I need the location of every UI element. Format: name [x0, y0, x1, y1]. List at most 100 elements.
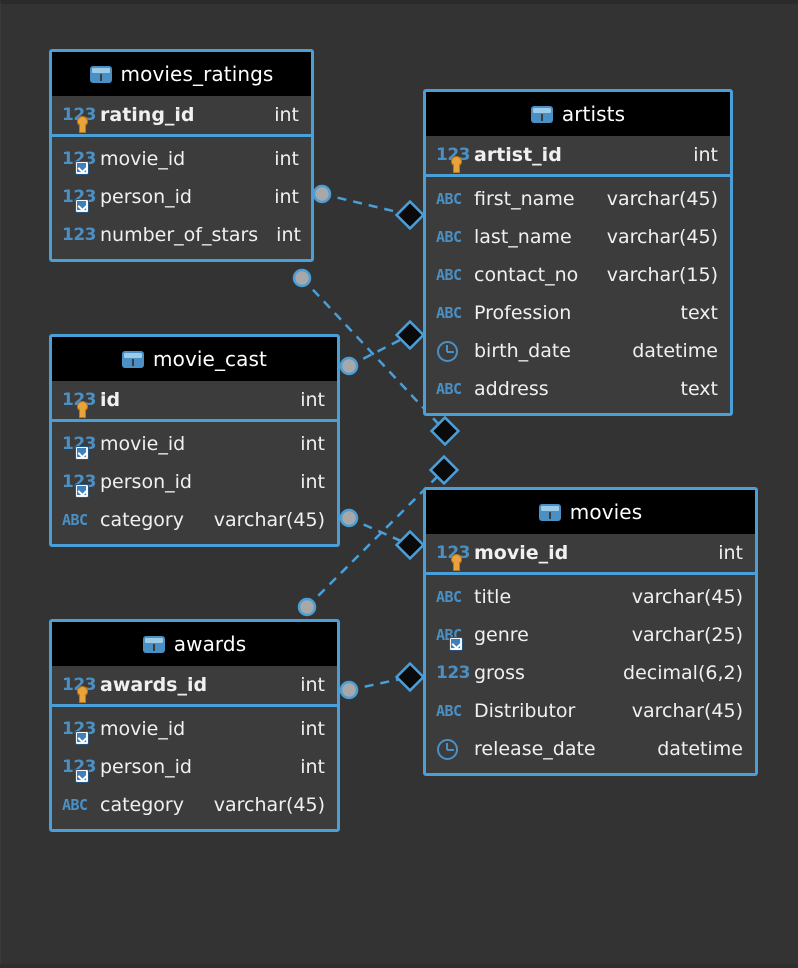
- relationship-endpoint-circle[interactable]: [292, 268, 312, 288]
- column-type: int: [274, 186, 299, 208]
- text-icon: ABC: [62, 795, 88, 814]
- number-icon: 123: [436, 540, 471, 571]
- relationship-diamond-marker[interactable]: [394, 529, 426, 561]
- relationship-diamond-marker[interactable]: [429, 415, 461, 447]
- table-grid-icon: [122, 350, 145, 368]
- column-name: contact_no: [474, 264, 579, 286]
- column-name: first_name: [474, 188, 575, 210]
- column-name: person_id: [100, 756, 192, 778]
- index-icon: [75, 484, 89, 498]
- primary-key-icon: [450, 156, 462, 173]
- number-icon: 123: [62, 146, 97, 175]
- relationship-rel-cast-movies[interactable]: [339, 508, 426, 561]
- table-header[interactable]: movies: [426, 490, 755, 534]
- relationship-endpoint-circle[interactable]: [297, 597, 317, 617]
- number-icon: 123: [62, 184, 97, 213]
- text-icon: ABC: [436, 227, 462, 246]
- relationship-diamond-marker[interactable]: [428, 454, 460, 486]
- column-type: text: [680, 302, 719, 324]
- relationship-rel-ratings-artists[interactable]: [312, 184, 426, 231]
- clock-icon: [436, 338, 466, 364]
- table-header[interactable]: movies_ratings: [52, 52, 311, 96]
- relationship-diamond-marker[interactable]: [394, 319, 426, 351]
- table-header[interactable]: awards: [52, 622, 337, 666]
- number-icon: 123: [62, 716, 97, 745]
- relationship-endpoint-circle[interactable]: [339, 508, 359, 528]
- relationship-diamond-marker[interactable]: [394, 661, 426, 693]
- column-type: varchar(45): [213, 794, 325, 816]
- relationship-endpoint-circle[interactable]: [339, 680, 359, 700]
- number-icon: 123: [436, 662, 471, 683]
- text-icon: ABC: [436, 189, 462, 208]
- table-title: artists: [561, 102, 626, 126]
- relationship-line: [348, 516, 411, 547]
- column-type: int: [300, 756, 325, 778]
- column-name: Profession: [474, 302, 572, 324]
- index-icon: [75, 446, 89, 460]
- column-type: int: [693, 144, 718, 166]
- primary-key-icon: [76, 116, 88, 133]
- relationship-rel-awards-movies[interactable]: [339, 661, 426, 700]
- column-type: int: [300, 433, 325, 455]
- table-header[interactable]: artists: [426, 92, 730, 136]
- text-icon: ABC: [62, 510, 88, 529]
- column-name: gross: [474, 662, 525, 684]
- column-name: movie_id: [100, 433, 186, 455]
- relationship-diamond-marker[interactable]: [394, 199, 426, 231]
- text-icon: ABC: [436, 303, 462, 322]
- relationship-endpoint-circle[interactable]: [339, 356, 359, 376]
- column-name: genre: [474, 624, 529, 646]
- table-header[interactable]: movie_cast: [52, 337, 337, 381]
- relationship-rel-cast-artists[interactable]: [339, 319, 426, 376]
- column-name: movie_id: [474, 542, 569, 564]
- relationship-endpoint-circle[interactable]: [312, 184, 332, 204]
- column-row[interactable]: ABC Profession text: [426, 294, 730, 332]
- column-type: varchar(45): [213, 509, 325, 531]
- index-icon: [449, 637, 463, 651]
- relationship-line: [348, 333, 411, 368]
- column-type: varchar(45): [606, 226, 718, 248]
- column-type: varchar(45): [631, 700, 743, 722]
- column-name: Distributor: [474, 700, 576, 722]
- index-icon: [75, 199, 89, 213]
- relationship-line: [348, 675, 411, 692]
- column-name: id: [100, 389, 121, 411]
- table-title: movies: [569, 500, 643, 524]
- column-type: varchar(15): [606, 264, 718, 286]
